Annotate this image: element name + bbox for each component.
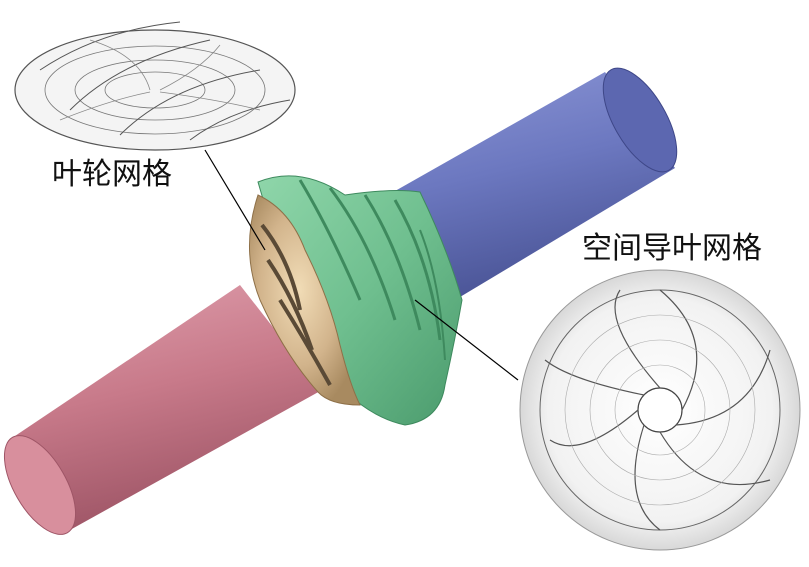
diffuser-mesh-label: 空间导叶网格 [582,231,762,266]
impeller-leader-line [204,149,266,251]
diffuser-mesh-thumbnail [519,269,801,551]
outlet-pipe [388,67,678,300]
impeller-mesh-label: 叶轮网格 [52,157,172,192]
diffuser-body [257,175,463,426]
inlet-pipe [3,285,322,535]
diffuser-leader-line [414,299,519,381]
impeller-body [248,194,361,406]
impeller-mesh-thumbnail [14,21,296,151]
